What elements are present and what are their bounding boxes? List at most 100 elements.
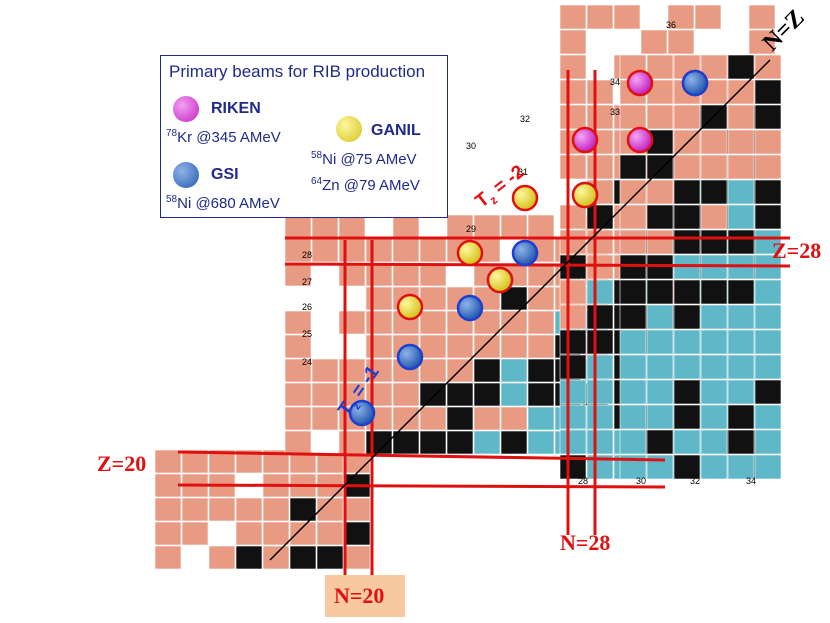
nuclide-cell	[316, 497, 344, 522]
nuclide-cell	[646, 104, 674, 130]
z20-line	[177, 450, 666, 462]
nuclide-cell	[613, 4, 641, 30]
nuclide-cell	[673, 404, 701, 430]
nuclide-cell	[311, 262, 339, 287]
riken-beam: 78Kr @345 AMeV	[166, 128, 281, 146]
nuclide-cell	[419, 214, 447, 239]
nuclide-cell	[748, 4, 776, 30]
nuclide-cell	[316, 521, 344, 546]
nuclide-cell	[619, 404, 647, 430]
nuclide-cell	[559, 54, 587, 80]
nuclide-cell	[473, 406, 501, 431]
nuclide-cell	[700, 404, 728, 430]
z20-label: Z=20	[97, 451, 147, 476]
nuclide-cell	[311, 382, 339, 407]
nuclide-cell	[289, 545, 317, 570]
legend-title: Primary beams for RIB production	[169, 62, 426, 81]
nuclide-cell	[586, 229, 614, 255]
nuclide-cell	[673, 329, 701, 355]
nuclide-cell	[700, 229, 728, 255]
nuclide-cell	[673, 154, 701, 180]
z-row-label: 34	[610, 77, 620, 87]
z-row-label: 32	[520, 114, 530, 124]
ganil-beam-2: 64Zn @79 AMeV	[311, 176, 420, 194]
z-row-label: 30	[466, 141, 476, 151]
nuclide-cell	[235, 521, 263, 546]
nuclide-cell	[419, 358, 447, 383]
nuclide-cell	[646, 204, 674, 230]
nuclide-cell	[586, 279, 614, 305]
nuclide-cell	[673, 179, 701, 205]
nuclide-cell	[527, 334, 555, 359]
nuclide-cell	[311, 334, 339, 359]
nuclide-cell	[619, 229, 647, 255]
nuclide-cell	[446, 334, 474, 359]
nuclide-cell	[473, 430, 501, 455]
nuclide-cell	[446, 382, 474, 407]
nuclide-cell	[640, 29, 668, 55]
nuclide-cell	[586, 354, 614, 380]
nuclide-cell	[613, 29, 641, 55]
nuclide-cell	[419, 238, 447, 263]
nuclide-cell	[559, 104, 587, 130]
nuclide-cell	[235, 449, 263, 474]
nuclide-cell	[392, 238, 420, 263]
nuclide-cell	[343, 497, 371, 522]
nuclide-cell	[284, 406, 312, 431]
nuclide-cell	[700, 204, 728, 230]
nuclide-cell	[338, 334, 366, 359]
nuclide-cell	[646, 279, 674, 305]
nuclide-cell	[586, 329, 614, 355]
nz-diagonal	[269, 59, 771, 561]
nuclide-cell	[700, 154, 728, 180]
z-row-label: 36	[666, 20, 676, 30]
nuclide-cell	[754, 379, 782, 405]
nuclide-cell	[262, 545, 290, 570]
z-row-label: 26	[302, 302, 312, 312]
nuclide-cell	[727, 279, 755, 305]
nuclide-cell	[500, 406, 528, 431]
nuclide-cell	[527, 262, 555, 287]
z-row-label: 25	[302, 329, 312, 339]
gsi-dot-icon	[173, 162, 199, 188]
nuclide-cell	[727, 179, 755, 205]
nuclide-cell	[527, 382, 555, 407]
nuclide-cell	[559, 4, 587, 30]
n28-label: N=28	[560, 530, 611, 555]
z28-line-lower	[284, 262, 791, 268]
beam-marker-riken	[626, 126, 654, 154]
nuclide-cell	[473, 334, 501, 359]
nuclide-cell	[673, 454, 701, 480]
nuclide-cell	[311, 238, 339, 263]
beam-marker-ganil	[511, 184, 539, 212]
nuclide-cell	[338, 310, 366, 335]
nuclide-cell	[700, 429, 728, 455]
nuclide-cell	[754, 54, 782, 80]
legend: Primary beams for RIB production RIKEN 7…	[160, 55, 448, 218]
nuclide-cell	[721, 29, 749, 55]
nuclide-cell	[208, 545, 236, 570]
nuclide-cell	[365, 262, 393, 287]
nuclide-cell	[727, 104, 755, 130]
nuclide-cell	[754, 329, 782, 355]
nuclide-cell	[559, 354, 587, 380]
nuclide-cell	[646, 429, 674, 455]
nuclide-cell	[754, 404, 782, 430]
nuclide-cell	[646, 54, 674, 80]
nuclide-cell	[673, 104, 701, 130]
beam-marker-riken	[626, 69, 654, 97]
nuclide-cell	[754, 179, 782, 205]
nuclide-cell	[154, 497, 182, 522]
nuclide-cell	[284, 430, 312, 455]
nuclide-cell	[338, 214, 366, 239]
beam-marker-gsi	[681, 69, 709, 97]
nuclide-cell	[338, 238, 366, 263]
nuclide-cell	[586, 304, 614, 330]
nuclide-cell	[559, 29, 587, 55]
gsi-label: GSI	[211, 166, 239, 183]
z-row-label: 29	[466, 224, 476, 234]
nuclide-cell	[694, 4, 722, 30]
nuclide-cell	[673, 204, 701, 230]
nuclide-cell	[727, 404, 755, 430]
beam-marker-ganil	[456, 239, 484, 267]
